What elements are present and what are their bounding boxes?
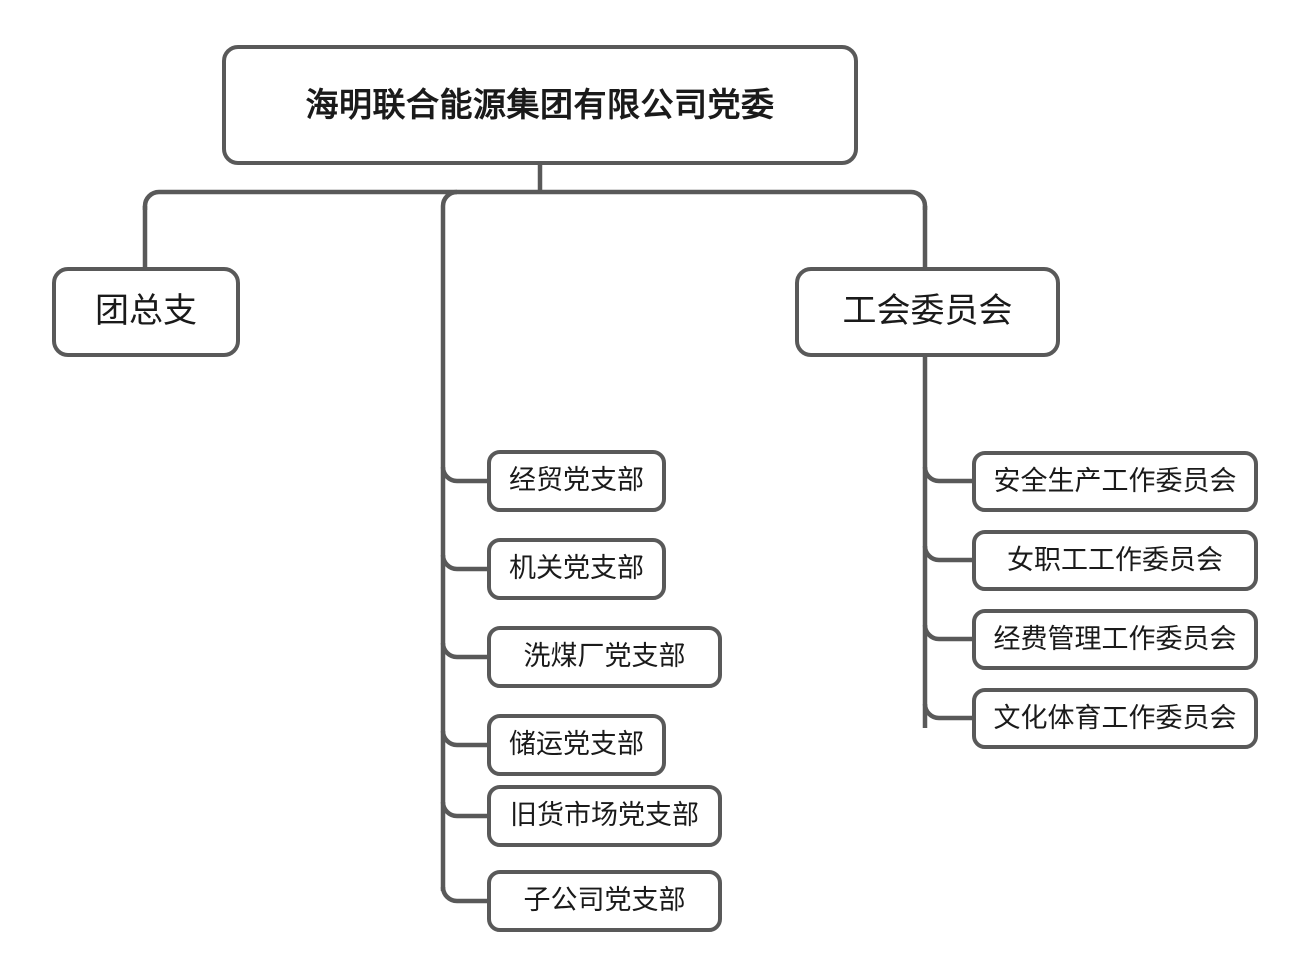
node-party-branch-4[interactable]: 储运党支部	[487, 714, 666, 776]
node-party-branch-5[interactable]: 旧货市场党支部	[487, 785, 722, 847]
node-union-subcommittee-3[interactable]: 经费管理工作委员会	[972, 609, 1258, 670]
node-youth-league-branch[interactable]: 团总支	[52, 267, 240, 357]
node-root-party-committee[interactable]: 海明联合能源集团有限公司党委	[222, 45, 858, 165]
node-union-subcommittee-2-label: 女职工工作委员会	[1007, 544, 1223, 576]
connector-branch-5	[440, 801, 487, 819]
node-party-branch-6-label: 子公司党支部	[523, 885, 686, 917]
connector-branch-1	[440, 466, 487, 484]
node-party-branch-2-label: 机关党支部	[509, 553, 644, 585]
connector-top-bus	[142, 189, 928, 210]
node-union-subcommittee-4[interactable]: 文化体育工作委员会	[972, 688, 1258, 749]
connector-committee-1	[922, 466, 972, 484]
node-union-subcommittee-1[interactable]: 安全生产工作委员会	[972, 451, 1258, 512]
connector-branch-6	[440, 886, 487, 904]
node-union-committee-label: 工会委员会	[842, 291, 1013, 332]
connector-committee-2	[922, 545, 972, 563]
node-party-branch-2[interactable]: 机关党支部	[487, 538, 666, 600]
node-party-branch-5-label: 旧货市场党支部	[510, 800, 699, 832]
node-union-committee[interactable]: 工会委员会	[795, 267, 1060, 357]
node-union-subcommittee-1-label: 安全生产工作委员会	[993, 465, 1237, 497]
node-union-subcommittee-3-label: 经费管理工作委员会	[993, 623, 1237, 655]
node-party-branch-1[interactable]: 经贸党支部	[487, 450, 666, 512]
node-party-branch-1-label: 经贸党支部	[509, 465, 644, 497]
connector-committee-3	[922, 624, 972, 642]
node-youth-league-branch-label: 团总支	[95, 291, 197, 332]
connector-branch-3	[440, 642, 487, 660]
node-party-branch-3[interactable]: 洗煤厂党支部	[487, 626, 722, 688]
connector-branch-4	[440, 730, 487, 748]
connector-committee-4	[922, 703, 972, 721]
node-root-label: 海明联合能源集团有限公司党委	[305, 84, 775, 124]
node-party-branch-6[interactable]: 子公司党支部	[487, 870, 722, 932]
node-party-branch-4-label: 储运党支部	[509, 729, 644, 761]
connector-middle-trunk	[440, 189, 458, 891]
connector-branch-2	[440, 554, 487, 572]
node-union-subcommittee-2[interactable]: 女职工工作委员会	[972, 530, 1258, 591]
node-union-subcommittee-4-label: 文化体育工作委员会	[993, 702, 1237, 734]
node-party-branch-3-label: 洗煤厂党支部	[523, 641, 686, 673]
